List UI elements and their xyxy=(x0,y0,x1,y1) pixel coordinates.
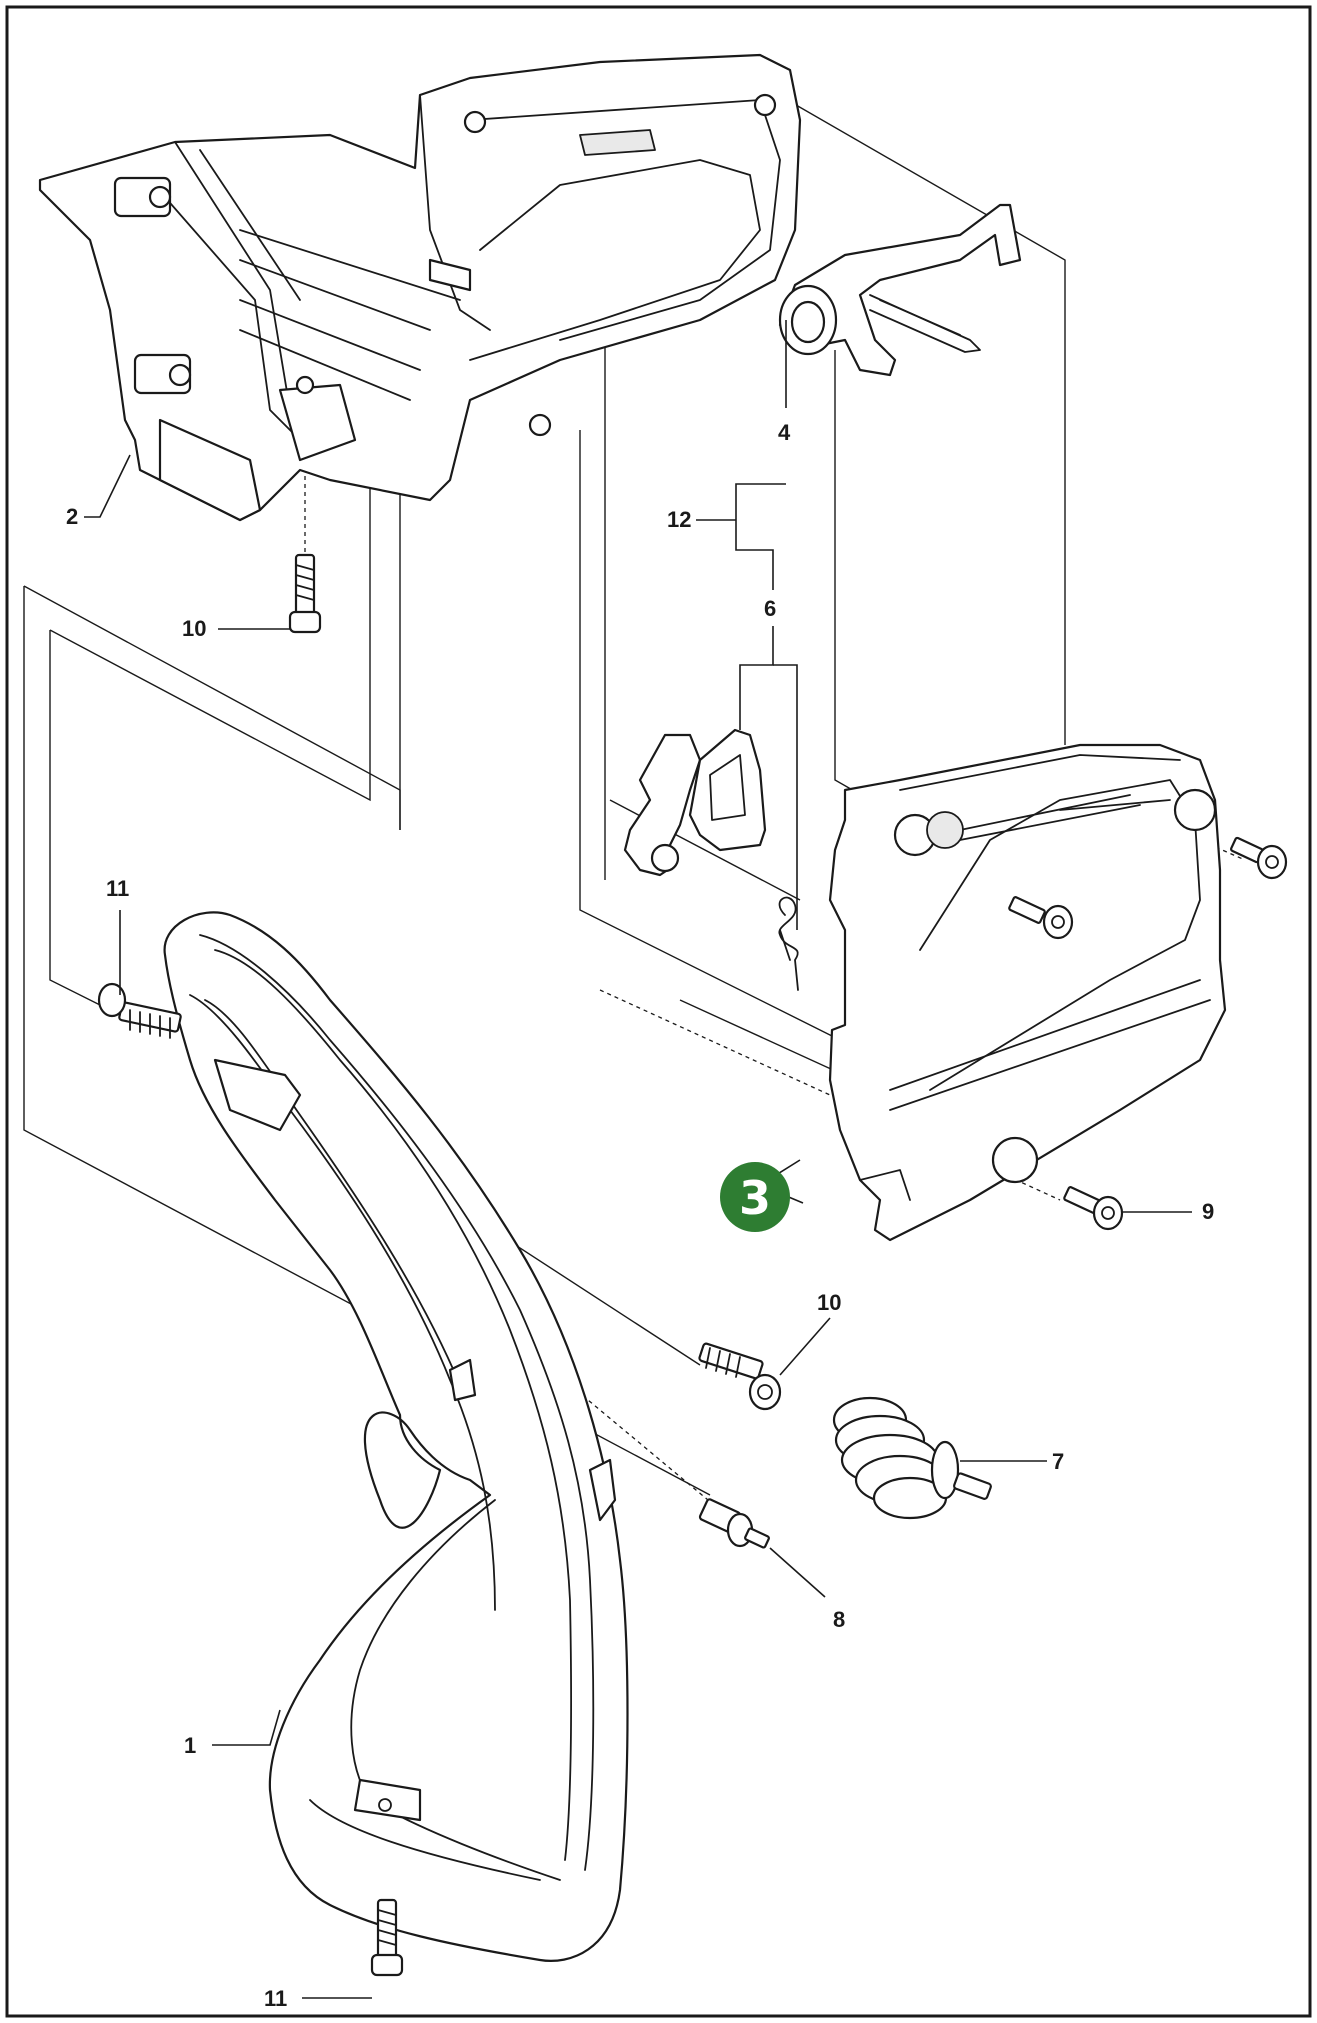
part-11-screw-upper xyxy=(97,982,182,1039)
callout-9: 9 xyxy=(1202,1199,1214,1224)
part-6-trigger xyxy=(623,728,799,991)
callout-8: 8 xyxy=(833,1607,845,1632)
part-3-handle-cover xyxy=(828,743,1227,1242)
part-10-screw-upper xyxy=(288,553,322,634)
diagram-border xyxy=(5,5,1312,2018)
part-11-screw-lower xyxy=(370,1898,404,1977)
highlight-badge-3: 3 xyxy=(720,1162,790,1232)
callout-11-lower: 11 xyxy=(264,1986,287,2011)
part-8-stud xyxy=(698,1498,770,1549)
callout-2: 2 xyxy=(66,504,78,529)
part-7-av-spring xyxy=(832,1396,992,1520)
part-2-handle-housing xyxy=(38,53,802,522)
callout-labels: 2 10 4 12 6 11 9 10 7 8 1 11 xyxy=(66,420,1214,2011)
part-1-front-handle xyxy=(163,911,629,1962)
part-4-lever xyxy=(778,203,1022,377)
callout-7: 7 xyxy=(1052,1449,1064,1474)
callout-6: 6 xyxy=(764,596,776,621)
badge-circle xyxy=(720,1162,790,1232)
callout-12: 12 xyxy=(667,507,691,532)
callout-1: 1 xyxy=(184,1733,196,1758)
callout-10-upper: 10 xyxy=(182,616,206,641)
callout-4: 4 xyxy=(778,420,791,445)
callout-10-lower: 10 xyxy=(817,1290,841,1315)
callout-11-upper: 11 xyxy=(106,876,129,901)
part-9-screws xyxy=(1008,836,1288,1231)
callout-3: 3 xyxy=(739,1171,771,1225)
part-10-screw-lower xyxy=(698,1342,782,1411)
